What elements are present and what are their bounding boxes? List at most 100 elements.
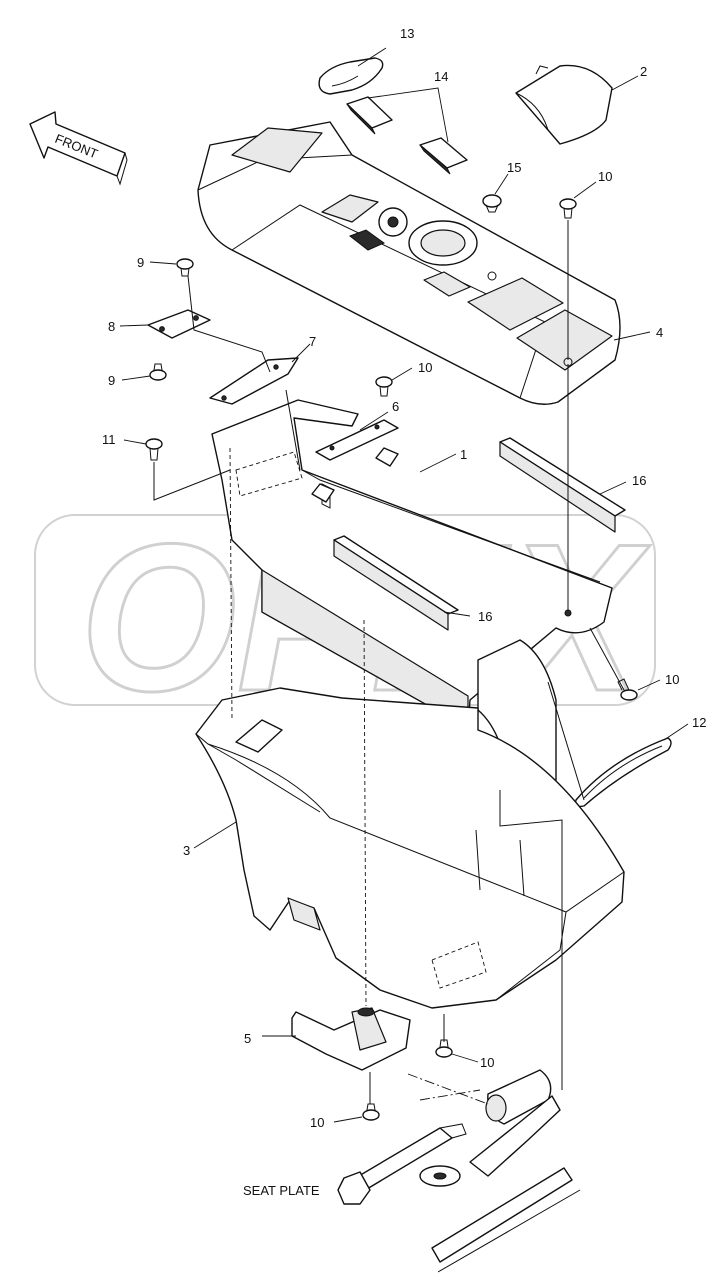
bracket-hole-b [273, 364, 279, 370]
assembly-lines [119, 47, 689, 1123]
leader-4 [613, 331, 651, 341]
callout-8: 8 [108, 319, 115, 334]
leader-10-mount [333, 1116, 363, 1123]
screw-head [620, 689, 638, 701]
plate-body [147, 309, 211, 339]
base-outline [195, 687, 625, 1009]
part-5-mount [291, 1007, 411, 1071]
pad-side [333, 539, 449, 631]
nut-body [362, 1109, 380, 1121]
nut-body [149, 369, 167, 381]
screw-head [375, 376, 393, 388]
lid-tab [535, 65, 549, 75]
callout-10-right: 10 [665, 672, 679, 687]
screw-shank [180, 267, 190, 277]
callout-7: 7 [309, 334, 316, 349]
leader-8 [119, 324, 149, 327]
callout-13: 13 [400, 26, 414, 41]
callout-11: 11 [102, 432, 116, 447]
leader-12 [663, 723, 689, 741]
part-16-pad-middle [333, 535, 459, 631]
bolt-head [337, 1171, 371, 1205]
callout-10-base: 10 [480, 1055, 494, 1070]
plug-stem [485, 204, 499, 213]
chain-line-bolt [407, 1073, 489, 1105]
console-cup-holder-inner [420, 229, 466, 257]
line-hinge-to-12 [547, 681, 585, 801]
tray-clip-top-2 [375, 447, 399, 467]
console-rear-pocket [516, 309, 613, 371]
seat-plate-edge [431, 1167, 573, 1263]
tray-inner-edge [301, 469, 601, 583]
leader-9-lower [121, 375, 151, 381]
leader-7 [291, 343, 311, 363]
bracket-hole-a [221, 395, 227, 401]
seat-plate-lower-edge [437, 1189, 581, 1273]
callout-5: 5 [244, 1031, 251, 1046]
leader-3 [193, 821, 237, 849]
gasket-outer [574, 737, 672, 808]
callout-15: 15 [507, 160, 521, 175]
leader-14 [367, 87, 449, 143]
screw-shank [617, 678, 630, 691]
base-cutout [287, 897, 321, 931]
nut-collar [366, 1103, 376, 1111]
part-9-screw-upper [176, 258, 194, 277]
line-7-to-1 [285, 389, 301, 471]
tray-hinge-block [477, 639, 557, 791]
hidden-line-left [229, 447, 233, 721]
cap-highlight [331, 75, 359, 87]
leader-10-base [451, 1053, 479, 1063]
console-rear-tray [467, 277, 564, 331]
base-boss [235, 719, 283, 753]
callout-10-middle: 10 [418, 360, 432, 375]
cover-a-edge [346, 103, 376, 135]
part-10-nut-mount [362, 1103, 380, 1121]
leader-10-right [637, 679, 661, 691]
callout-14: 14 [434, 69, 448, 84]
leader-9-upper [149, 261, 177, 265]
screw-shank [563, 207, 573, 219]
base-rim-inner [195, 733, 625, 913]
lid-edge [515, 92, 549, 131]
base-hidden-pocket [431, 941, 487, 989]
part-16-pad-right [499, 437, 626, 533]
bracket-hole-a [329, 445, 335, 451]
mount-body [291, 1009, 411, 1071]
bracket-hole-b [374, 424, 380, 430]
base-rear-edge [495, 911, 567, 1001]
leader-16-right [599, 481, 627, 495]
pad-side [499, 441, 616, 533]
part-7-bracket [209, 357, 299, 405]
washer-hole [433, 1172, 447, 1180]
callout-12: 12 [692, 715, 706, 730]
part-10-nut-base [435, 1039, 453, 1058]
leader-10-middle [391, 367, 413, 381]
base-ribs [475, 829, 525, 897]
screw-shank [149, 447, 159, 461]
screw-head [176, 258, 194, 270]
plug-head [482, 194, 502, 208]
console-cover-outline [197, 121, 621, 405]
leader-2 [611, 75, 639, 91]
cover-b-edge [419, 144, 451, 175]
part-3-lower-base [195, 687, 625, 1009]
mount-hole [357, 1007, 375, 1017]
leader-13 [357, 47, 387, 67]
nut-body [435, 1046, 453, 1058]
leader-11 [123, 439, 147, 445]
line-11-to-1 [153, 462, 231, 501]
part-10-screw-right [617, 678, 638, 701]
front-arrow-edge [116, 152, 128, 186]
part-6-bracket [315, 419, 399, 461]
callouts: 13 14 2 15 10 9 8 4 7 9 10 6 11 1 16 16 … [102, 26, 706, 1198]
front-direction-arrow: FRONT [29, 111, 128, 186]
callout-4: 4 [656, 325, 663, 340]
console-side-edge [231, 204, 546, 399]
line-hinge-to-seat [499, 790, 563, 1090]
tray-screw-hole [564, 609, 572, 617]
part-14-covers [346, 96, 468, 175]
front-arrow-shape [29, 111, 126, 177]
